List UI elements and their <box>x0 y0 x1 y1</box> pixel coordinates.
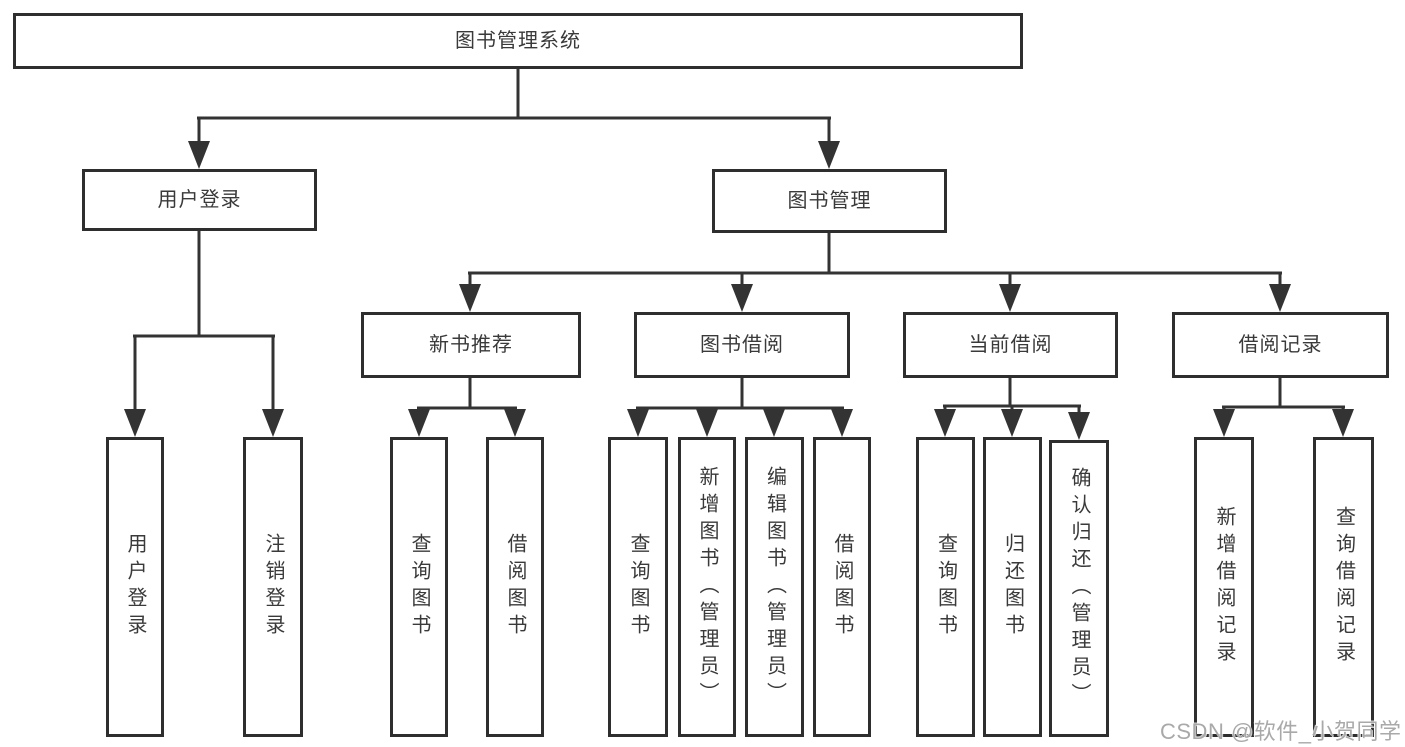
node-label: 用户登录 <box>124 533 146 641</box>
node-label: 编辑图书（管理员） <box>763 465 786 709</box>
node-label: 图书管理系统 <box>455 30 581 52</box>
node-root-system: 图书管理系统 <box>13 13 1023 69</box>
node-book-management: 图书管理 <box>712 169 947 233</box>
csdn-watermark: CSDN @软件_小贺同学 <box>1160 719 1402 744</box>
node-current-borrowing: 当前借阅 <box>903 312 1118 378</box>
arrowhead-icons <box>124 141 1354 440</box>
node-label: 图书管理 <box>787 190 872 212</box>
leaf-query-books-recommend: 查询图书 <box>390 437 448 737</box>
leaf-query-books-current: 查询图书 <box>916 437 975 737</box>
node-label: 用户登录 <box>157 189 242 211</box>
node-label: 查询图书 <box>408 533 430 641</box>
node-user-login: 用户登录 <box>82 169 317 231</box>
leaf-logout: 注销登录 <box>243 437 303 737</box>
leaf-query-borrow-record: 查询借阅记录 <box>1313 437 1374 737</box>
leaf-query-books-borrowing: 查询图书 <box>608 437 668 737</box>
node-label: 注销登录 <box>262 533 284 641</box>
leaf-borrow-books: 借阅图书 <box>813 437 871 737</box>
node-label: 借阅记录 <box>1238 334 1323 356</box>
node-label: 当前借阅 <box>968 334 1053 356</box>
node-label: 新增借阅记录 <box>1213 506 1235 668</box>
leaf-edit-books-admin: 编辑图书（管理员） <box>745 437 804 737</box>
node-label: 查询图书 <box>627 533 649 641</box>
leaf-add-borrow-record: 新增借阅记录 <box>1194 437 1254 737</box>
leaf-confirm-return-admin: 确认归还（管理员） <box>1049 440 1109 737</box>
node-new-book-recommend: 新书推荐 <box>361 312 581 378</box>
node-label: 借阅图书 <box>831 533 853 641</box>
leaf-user-login: 用户登录 <box>106 437 164 737</box>
node-label: 查询图书 <box>934 533 957 641</box>
node-book-borrowing: 图书借阅 <box>634 312 850 378</box>
node-label: 借阅图书 <box>504 533 526 641</box>
node-borrow-records: 借阅记录 <box>1172 312 1389 378</box>
node-label: 确认归还（管理员） <box>1068 467 1090 710</box>
leaf-add-books-admin: 新增图书（管理员） <box>678 437 736 737</box>
node-label: 新书推荐 <box>429 334 513 356</box>
node-label: 归还图书 <box>1001 533 1024 641</box>
node-label: 新增图书（管理员） <box>696 465 718 709</box>
node-label: 查询借阅记录 <box>1332 506 1355 668</box>
leaf-borrow-books-recommend: 借阅图书 <box>486 437 544 737</box>
node-label: 图书借阅 <box>700 334 784 356</box>
leaf-return-books: 归还图书 <box>983 437 1042 737</box>
